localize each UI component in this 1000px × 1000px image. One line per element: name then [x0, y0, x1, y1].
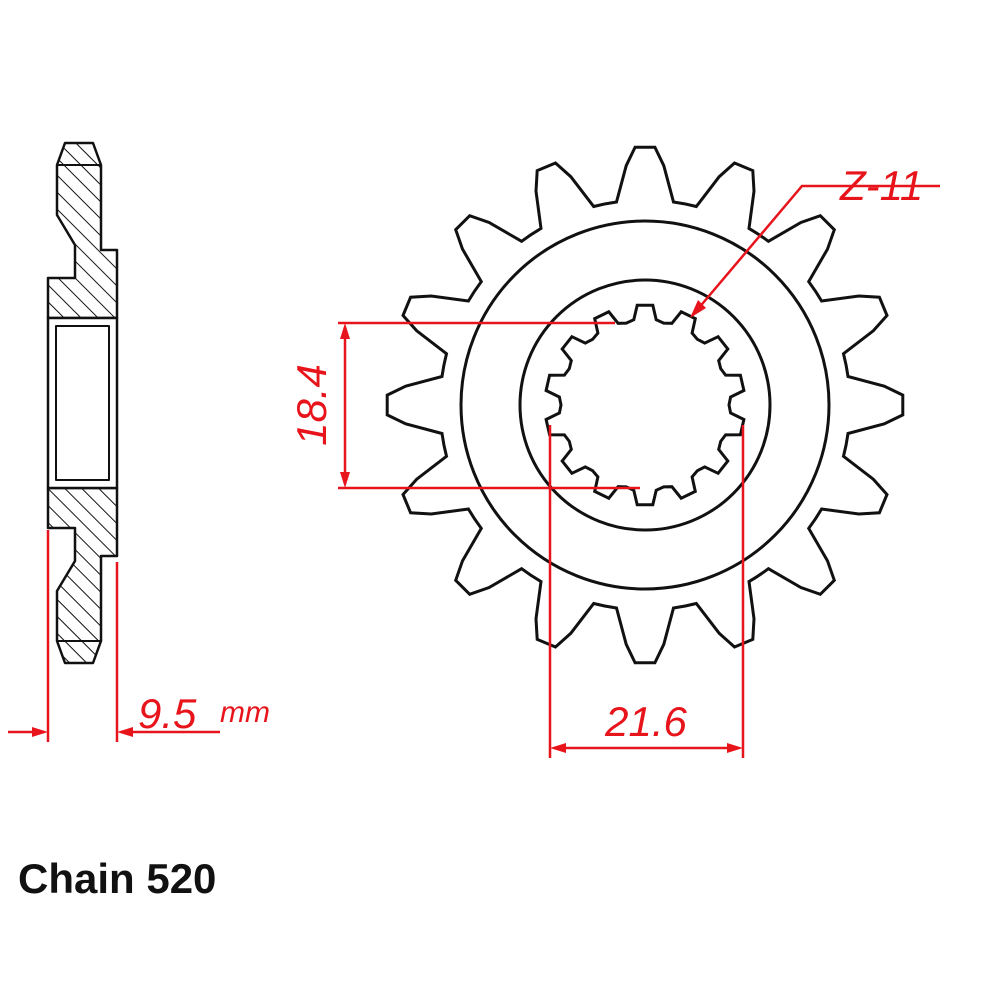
arrowhead	[117, 727, 133, 737]
spline-bore-outline	[544, 303, 746, 507]
inner-diameter-label: 18.4	[288, 364, 335, 446]
spline-count-leader	[691, 184, 940, 317]
arrowhead	[340, 323, 350, 339]
dimensions	[8, 184, 940, 758]
arrowhead	[690, 300, 706, 318]
pitch-circle	[459, 219, 831, 591]
arrowhead	[340, 472, 350, 488]
front-view	[385, 145, 905, 665]
side-section-upper	[46, 141, 119, 320]
side-section-view	[46, 141, 119, 665]
thickness-unit-label: mm	[220, 696, 270, 729]
thickness-label: 9.5	[138, 690, 197, 737]
spline-count-label: Z-11	[839, 162, 923, 209]
arrowhead	[550, 743, 566, 753]
side-section-lower	[46, 486, 119, 665]
arrowhead	[727, 743, 743, 753]
bore-outline	[46, 316, 119, 490]
outer-spline-diameter-label: 21.6	[604, 698, 687, 745]
arrowhead	[32, 727, 48, 737]
chain-size-label: Chain 520	[18, 855, 216, 902]
sprocket-teeth-outline	[385, 145, 905, 665]
bore-inner	[55, 325, 110, 481]
hub-circle	[518, 278, 772, 532]
